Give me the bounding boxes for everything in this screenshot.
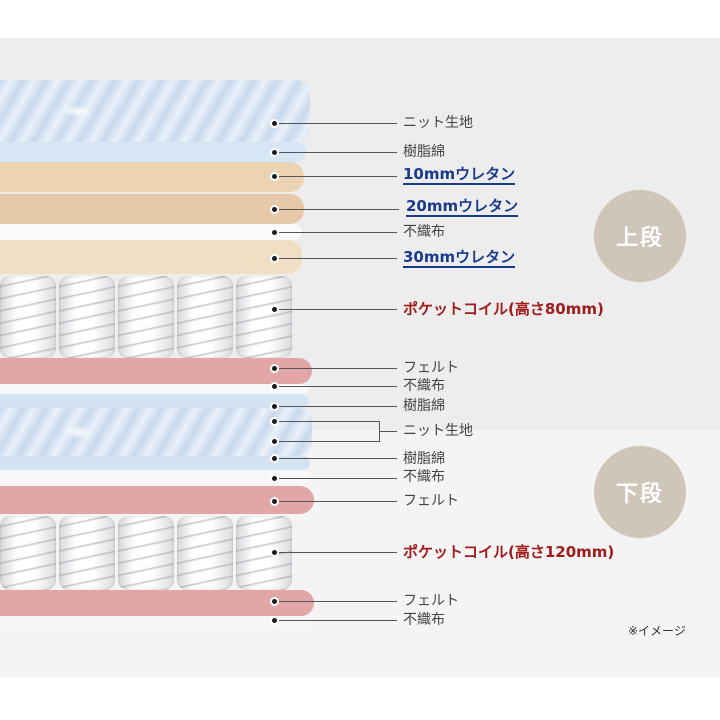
leader-line xyxy=(279,478,397,479)
leader-line xyxy=(379,431,397,432)
image-note: ※イメージ xyxy=(628,624,686,638)
coil xyxy=(59,276,115,358)
leader-line xyxy=(279,258,397,259)
resin-cotton-top-layer xyxy=(0,142,306,162)
nonwoven-2-layer xyxy=(0,384,308,394)
callout-dot xyxy=(270,148,279,157)
label-urethan-20mm: 20mmウレタン xyxy=(406,197,519,217)
callout-dot xyxy=(270,364,279,373)
coil xyxy=(118,276,174,358)
upper-section-badge: 上段 xyxy=(594,190,686,282)
leader-line xyxy=(279,601,397,602)
callout-dot xyxy=(270,228,279,237)
nonwoven-upper-layer xyxy=(0,224,302,240)
coil xyxy=(0,276,56,358)
label-felt-3: フェルト xyxy=(403,593,459,609)
callout-dot xyxy=(270,254,279,263)
callout-dot xyxy=(270,382,279,391)
pocket-coil-upper-layer xyxy=(0,276,300,358)
leader-line xyxy=(279,620,397,621)
coil xyxy=(236,516,292,590)
felt-3-layer xyxy=(0,590,314,616)
nonwoven-3-layer xyxy=(0,470,310,484)
leader-line xyxy=(279,421,379,422)
felt-1-layer xyxy=(0,358,312,384)
felt-2-layer xyxy=(0,486,314,514)
callout-dot xyxy=(270,402,279,411)
nonwoven-bottom-layer xyxy=(0,616,310,630)
label-felt-2: フェルト xyxy=(403,493,459,509)
label-nonwoven-3: 不織布 xyxy=(403,469,445,485)
label-knit-fabric-top: ニット生地 xyxy=(403,115,473,131)
leader-line xyxy=(279,386,397,387)
coil xyxy=(177,276,233,358)
leader-line xyxy=(279,309,397,310)
label-resin-cotton-top: 樹脂綿 xyxy=(403,144,445,160)
knit-fabric-top-layer xyxy=(0,80,310,142)
callout-dot xyxy=(270,474,279,483)
leader-line xyxy=(279,209,399,210)
urethan-20mm-layer xyxy=(0,194,304,224)
lower-section-badge: 下段 xyxy=(594,446,686,538)
coil xyxy=(236,276,292,358)
callout-dot xyxy=(270,548,279,557)
callout-dot xyxy=(270,172,279,181)
coil xyxy=(177,516,233,590)
label-resin-cotton-3: 樹脂綿 xyxy=(403,451,445,467)
label-nonwoven-bottom: 不織布 xyxy=(403,612,445,628)
label-urethan-30mm: 30mmウレタン xyxy=(403,248,516,268)
leader-line xyxy=(279,232,397,233)
label-pocket-coil-lower: ポケットコイル(高さ120mm) xyxy=(403,543,615,561)
leader-line xyxy=(279,552,397,553)
callout-dot xyxy=(270,497,279,506)
coil xyxy=(59,516,115,590)
urethan-30mm-layer xyxy=(0,240,302,274)
label-nonwoven-2: 不織布 xyxy=(403,378,445,394)
leader-line xyxy=(279,406,397,407)
label-urethan-10mm: 10mmウレタン xyxy=(403,165,516,185)
callout-dot xyxy=(270,454,279,463)
label-felt-1: フェルト xyxy=(403,360,459,376)
label-resin-cotton-2: 樹脂綿 xyxy=(403,398,445,414)
pocket-coil-lower-layer xyxy=(0,516,300,590)
knit-fabric-middle-layer xyxy=(0,408,312,456)
callout-dot xyxy=(270,616,279,625)
leader-line xyxy=(279,123,397,124)
label-pocket-coil-upper: ポケットコイル(高さ80mm) xyxy=(403,300,604,318)
label-nonwoven-upper: 不織布 xyxy=(403,224,445,240)
leader-line xyxy=(279,152,397,153)
label-knit-fabric-middle: ニット生地 xyxy=(403,423,473,439)
leader-line xyxy=(279,176,397,177)
leader-line xyxy=(279,501,397,502)
urethan-10mm-layer xyxy=(0,162,304,192)
callout-dot xyxy=(270,119,279,128)
resin-cotton-3-layer xyxy=(0,456,310,470)
callout-dot xyxy=(270,205,279,214)
leader-line xyxy=(279,458,397,459)
coil xyxy=(0,516,56,590)
callout-dot xyxy=(270,437,279,446)
callout-dot xyxy=(270,305,279,314)
leader-line xyxy=(279,441,379,442)
resin-cotton-2-layer xyxy=(0,394,308,408)
leader-line xyxy=(279,368,397,369)
callout-dot xyxy=(270,597,279,606)
coil xyxy=(118,516,174,590)
callout-dot xyxy=(270,417,279,426)
